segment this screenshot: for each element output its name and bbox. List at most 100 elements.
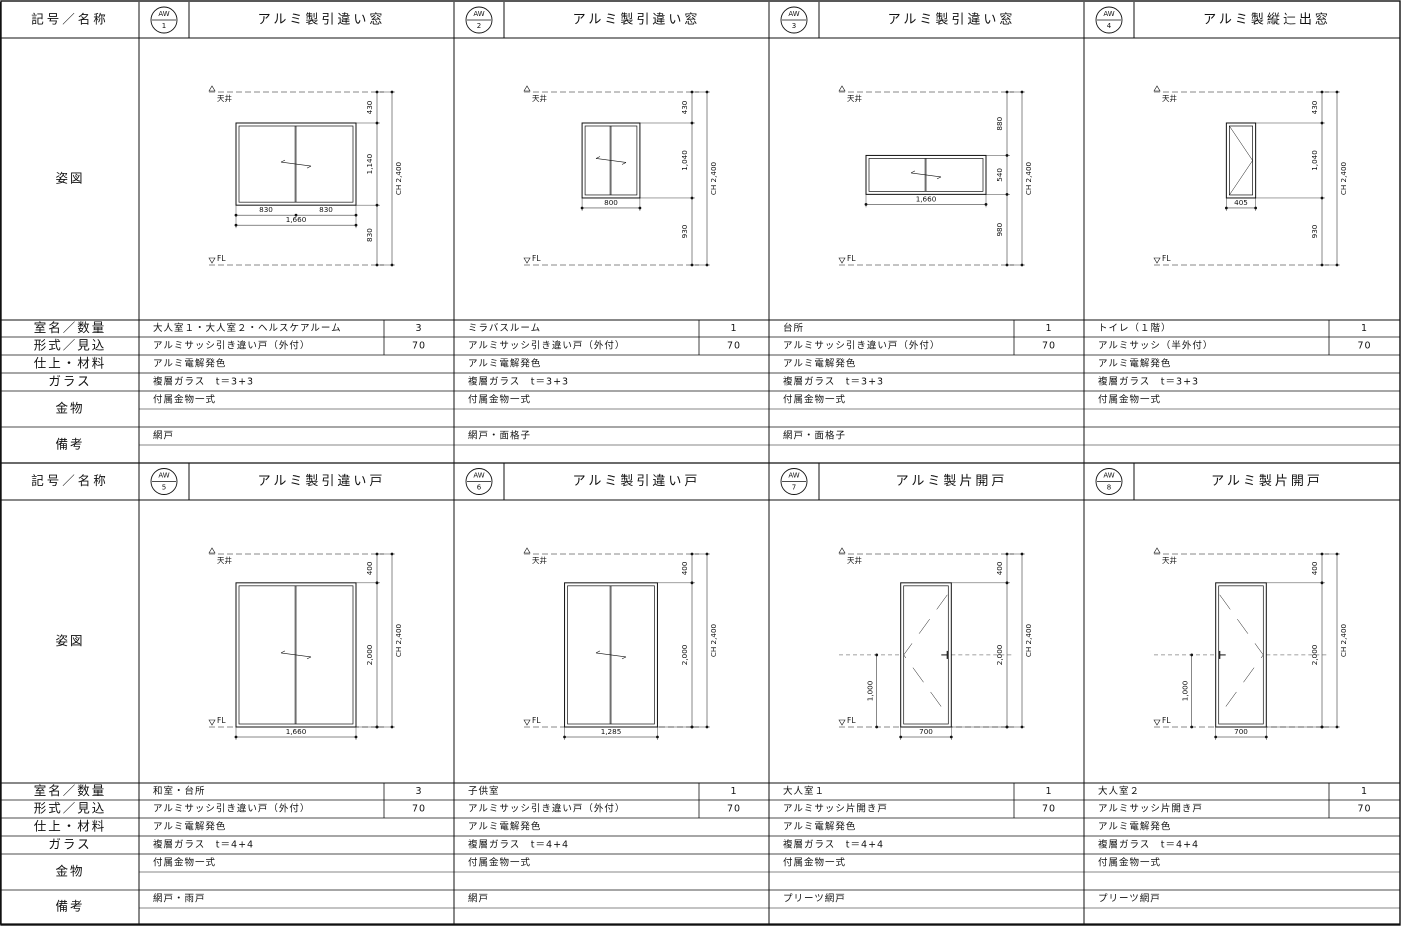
glass-spec: 複層ガラス t＝4+4 (1098, 839, 1199, 851)
label-type-depth: 形式／見込 (34, 801, 107, 816)
code-badge-number: 3 (792, 22, 796, 30)
level-mark (1153, 257, 1161, 264)
hardware-spec: 付属金物一式 (783, 857, 846, 869)
dimension-width: 700 (919, 727, 933, 736)
dimension-height: 540 (995, 168, 1004, 182)
depth: 70 (727, 804, 741, 815)
level-mark (1153, 85, 1161, 92)
depth: 70 (412, 804, 426, 815)
glass-spec: 複層ガラス t＝3+3 (783, 376, 884, 388)
dimension-height: 1,140 (365, 153, 374, 174)
floor-label: FL (532, 716, 541, 725)
hardware-spec: 付属金物一式 (1098, 857, 1161, 869)
level-mark (523, 547, 531, 554)
code-badge-number: 2 (477, 22, 481, 30)
dimension-top: 400 (365, 561, 374, 575)
dimension-total: CH 2,400 (709, 161, 718, 195)
dimension-height: 2,000 (680, 644, 689, 665)
label-remarks: 備考 (55, 899, 84, 914)
dimension-total: CH 2,400 (394, 161, 403, 195)
fitting-name: アルミ製引違い戸 (573, 474, 701, 489)
dimension-height: 1,040 (1310, 150, 1319, 171)
dimension-total: CH 2,400 (1339, 623, 1348, 657)
fitting-type: アルミサッシ片開き戸 (1098, 803, 1203, 815)
remarks-text: 網戸・面格子 (783, 430, 846, 442)
depth: 70 (1042, 341, 1056, 352)
remarks-text: 網戸・面格子 (468, 430, 531, 442)
dimension-width: 405 (1234, 198, 1248, 207)
depth: 70 (1042, 804, 1056, 815)
label-symbol-name: 記号／名称 (31, 473, 109, 488)
finish-material: アルミ電解発色 (783, 821, 856, 833)
level-mark (208, 547, 216, 554)
label-glass: ガラス (48, 837, 91, 852)
ceiling-label: 天井 (847, 555, 862, 565)
dimension-tick (1190, 653, 1194, 657)
finish-material: アルミ電解発色 (468, 821, 541, 833)
label-figure: 姿図 (55, 171, 84, 186)
floor-label: FL (847, 254, 856, 263)
swing-mark (903, 594, 948, 716)
floor-label: FL (1162, 716, 1171, 725)
hardware-spec: 付属金物一式 (783, 394, 846, 406)
code-badge (1095, 6, 1123, 34)
code-badge (150, 6, 178, 34)
floor-label: FL (217, 254, 226, 263)
fitting-name: アルミ製引違い窓 (888, 12, 1016, 28)
slide-arrow-heads (280, 650, 312, 660)
level-mark (1153, 719, 1161, 726)
dimension-top: 430 (365, 100, 374, 114)
code-badge-number: 6 (477, 484, 482, 492)
fitting-type: アルミサッシ引き違い戸（外付） (153, 803, 310, 815)
code-badge (465, 6, 493, 34)
label-room-qty: 室名／数量 (34, 783, 107, 798)
finish-material: アルミ電解発色 (468, 358, 541, 370)
room-name: 大人室１・大人室２・ヘルスケアルーム (153, 322, 342, 334)
level-mark (838, 85, 846, 92)
dimension-top: 400 (995, 561, 1004, 575)
code-badge-number: 7 (792, 484, 796, 492)
dimension-total: CH 2,400 (394, 623, 403, 657)
remarks-text: 網戸 (468, 893, 489, 905)
quantity: 1 (730, 786, 737, 797)
label-finish: 仕上・材料 (34, 356, 107, 371)
dimension-top: 400 (1310, 561, 1319, 575)
glass-spec: 複層ガラス t＝3+3 (153, 376, 254, 388)
hardware-spec: 付属金物一式 (468, 394, 531, 406)
code-badge-number: 8 (1107, 484, 1111, 492)
glass-spec: 複層ガラス t＝4+4 (153, 839, 254, 851)
code-badge-number: 4 (1107, 22, 1112, 30)
dimension-handle: 1,000 (866, 680, 875, 701)
depth: 70 (412, 341, 426, 352)
dimension-leaf-right: 830 (319, 205, 333, 214)
dimension-width: 800 (604, 198, 618, 207)
room-name: トイレ（１階） (1098, 322, 1172, 334)
ceiling-label: 天井 (532, 93, 547, 103)
outer-frame (235, 122, 357, 206)
fitting-type: アルミサッシ引き違い戸（外付） (153, 340, 310, 352)
quantity: 1 (1361, 786, 1368, 797)
finish-material: アルミ電解発色 (1098, 358, 1171, 370)
label-hardware: 金物 (55, 401, 84, 416)
slide-arrow (280, 161, 312, 167)
label-type-depth: 形式／見込 (34, 338, 107, 353)
dimension-tick (1190, 725, 1194, 729)
dimension-top: 430 (680, 100, 689, 114)
code-badge (465, 468, 493, 495)
glass-spec: 複層ガラス t＝3+3 (1098, 376, 1199, 388)
dimension-width: 1,660 (286, 215, 307, 224)
outer-frame (581, 122, 641, 199)
level-mark (838, 547, 846, 554)
glass-spec: 複層ガラス t＝3+3 (468, 376, 569, 388)
fitting-name: アルミ製引違い戸 (258, 474, 386, 489)
code-badge-prefix: AW (1103, 472, 1114, 480)
quantity: 1 (1045, 786, 1052, 797)
code-badge-number: 1 (162, 22, 166, 30)
